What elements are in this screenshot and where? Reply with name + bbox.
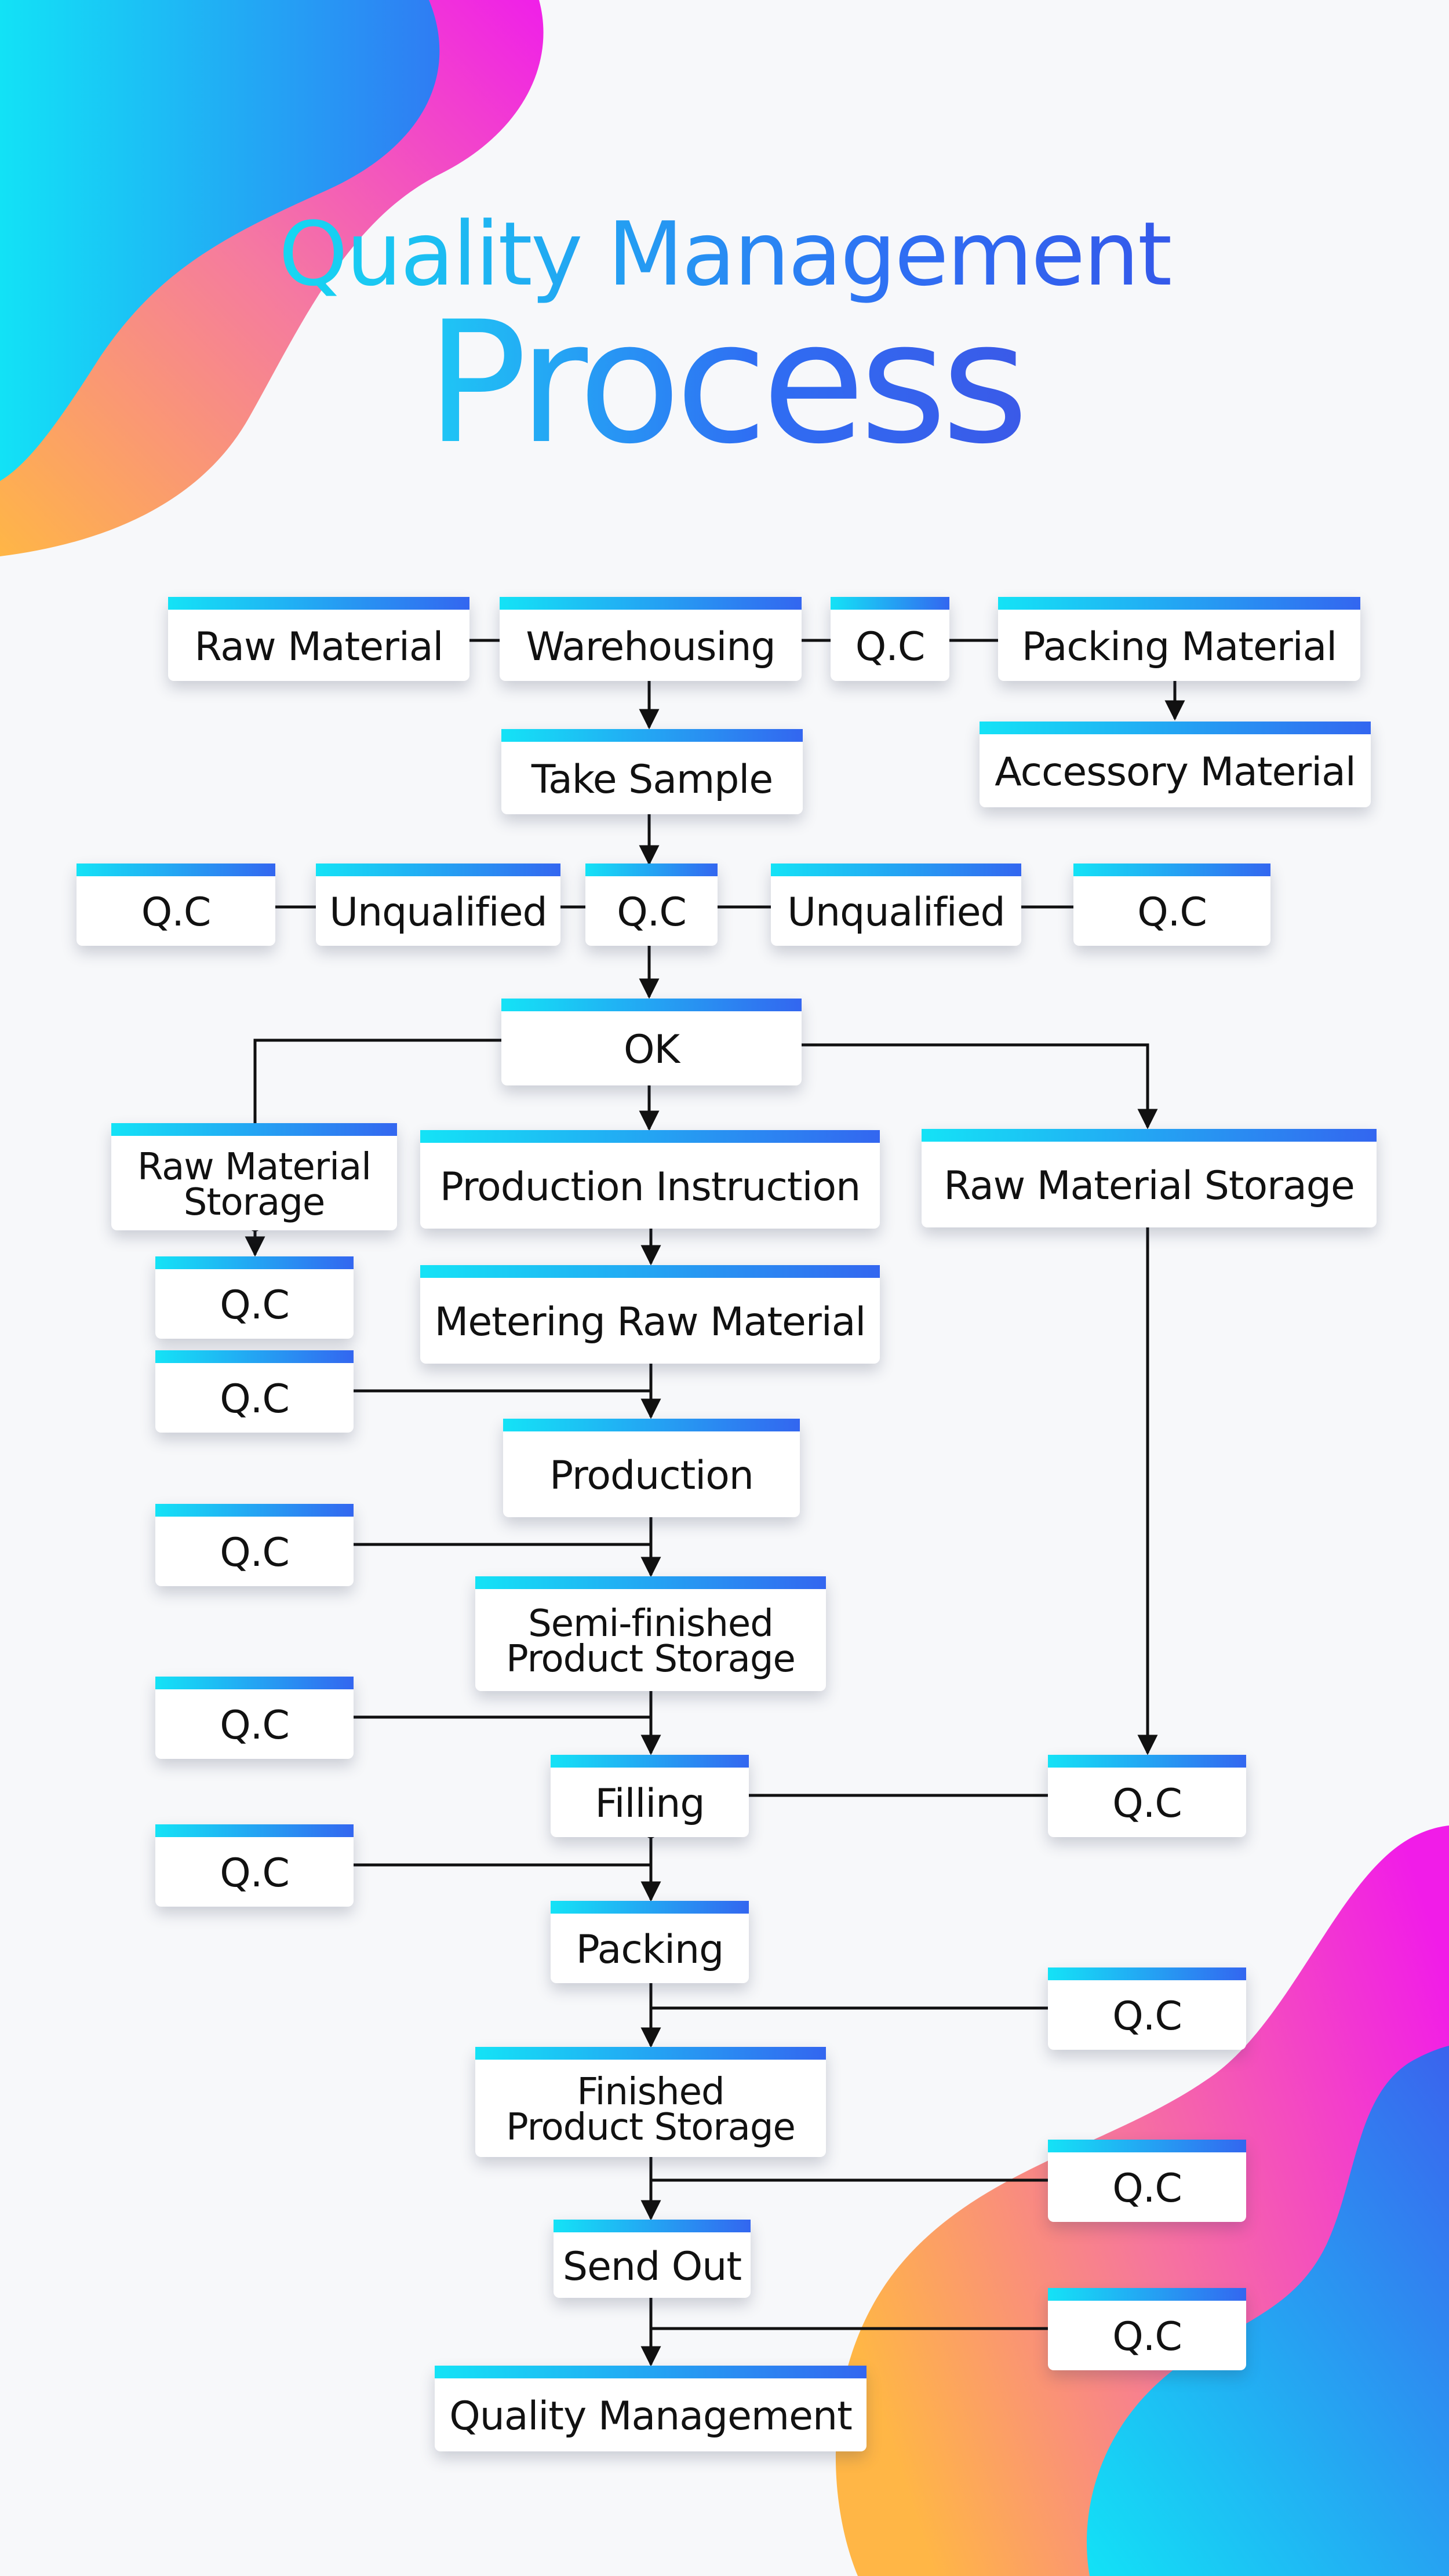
- node-send-out: Send Out: [554, 2220, 751, 2298]
- node-label: Raw Material Storage: [944, 1163, 1355, 1209]
- node-label: Accessory Material: [995, 749, 1356, 795]
- node-label: Q.C: [1112, 2314, 1182, 2360]
- node-raw-material: Raw Material: [168, 597, 469, 681]
- node-label-line-1: Raw Material: [137, 1145, 372, 1189]
- node-qc-metering: Q.C: [155, 1350, 354, 1433]
- node-qc-semi: Q.C: [155, 1677, 354, 1759]
- node-warehousing: Warehousing: [500, 597, 802, 681]
- node-label: Raw Material: [194, 624, 444, 670]
- node-label-line-2: Product Storage: [506, 1638, 796, 1681]
- node-filling: Filling: [551, 1755, 749, 1837]
- bottom-right-blob-cyan: [1087, 2046, 1449, 2576]
- node-qc-center: Q.C: [585, 863, 718, 946]
- node-label: Q.C: [1112, 1994, 1182, 2039]
- node-label: Packing: [576, 1927, 724, 1973]
- node-qc-packing: Q.C: [1048, 1967, 1246, 2050]
- node-qc-top: Q.C: [831, 597, 949, 681]
- node-label-line-2: Storage: [183, 1180, 325, 1224]
- node-qc-filling-right: Q.C: [1048, 1755, 1246, 1837]
- node-take-sample: Take Sample: [501, 729, 803, 814]
- node-label: Q.C: [1112, 1781, 1182, 1827]
- node-label: Q.C: [141, 890, 212, 935]
- node-label-line-1: Finished: [577, 2071, 724, 2114]
- node-raw-material-storage-left: Raw Material Storage: [111, 1123, 397, 1230]
- node-qc-send-out: Q.C: [1048, 2288, 1246, 2370]
- node-finished-product-storage: Finished Product Storage: [475, 2047, 826, 2157]
- node-label: Quality Management: [449, 2393, 853, 2439]
- node-accessory-material: Accessory Material: [980, 722, 1371, 807]
- node-qc-filling-left: Q.C: [155, 1824, 354, 1907]
- node-label: Warehousing: [526, 624, 776, 670]
- node-label: OK: [623, 1027, 680, 1073]
- node-unqualified-right: Unqualified: [771, 863, 1021, 946]
- node-label-line-2: Product Storage: [506, 2106, 796, 2149]
- node-label: Filling: [595, 1781, 705, 1827]
- node-quality-management: Quality Management: [435, 2366, 867, 2451]
- title-line-1: Quality Management: [278, 203, 1173, 305]
- node-label: Production: [549, 1453, 754, 1499]
- top-left-blob-cyan: [0, 0, 440, 481]
- node-unqualified-left: Unqualified: [316, 863, 560, 946]
- node-qc-left: Q.C: [77, 863, 275, 946]
- page-title: Quality Management Process: [0, 203, 1449, 468]
- node-raw-material-storage-right: Raw Material Storage: [922, 1129, 1377, 1227]
- node-qc-right: Q.C: [1073, 863, 1270, 946]
- node-label: Packing Material: [1021, 624, 1337, 670]
- node-label: Unqualified: [787, 890, 1005, 935]
- node-production-instruction: Production Instruction: [420, 1130, 880, 1229]
- node-label: Q.C: [1137, 890, 1207, 935]
- node-label: Unqualified: [329, 890, 547, 935]
- node-label: Metering Raw Material: [434, 1299, 867, 1345]
- node-metering-raw-material: Metering Raw Material: [420, 1265, 880, 1364]
- node-label: Take Sample: [531, 756, 773, 803]
- node-production: Production: [503, 1419, 800, 1517]
- node-label: Q.C: [220, 1282, 290, 1328]
- node-label: Send Out: [562, 2243, 742, 2290]
- title-line-2: Process: [425, 286, 1029, 481]
- node-packing-material: Packing Material: [998, 597, 1360, 681]
- node-label: Production Instruction: [439, 1164, 861, 1210]
- node-semi-finished-product-storage: Semi-finished Product Storage: [475, 1576, 826, 1691]
- node-label: Q.C: [220, 1850, 290, 1896]
- node-qc-production: Q.C: [155, 1504, 354, 1586]
- node-ok: OK: [501, 999, 802, 1085]
- node-label: Q.C: [1112, 2166, 1182, 2211]
- node-packing: Packing: [551, 1901, 749, 1983]
- node-label: Q.C: [855, 624, 926, 670]
- title-line-2-wrap: Process: [0, 300, 1449, 468]
- node-label: Q.C: [220, 1530, 290, 1576]
- node-qc-finished: Q.C: [1048, 2140, 1246, 2222]
- node-label-line-1: Semi-finished: [528, 1602, 774, 1646]
- node-label: Q.C: [617, 890, 687, 935]
- node-qc-storage: Q.C: [155, 1256, 354, 1339]
- node-label: Q.C: [220, 1703, 290, 1748]
- node-label: Q.C: [220, 1376, 290, 1422]
